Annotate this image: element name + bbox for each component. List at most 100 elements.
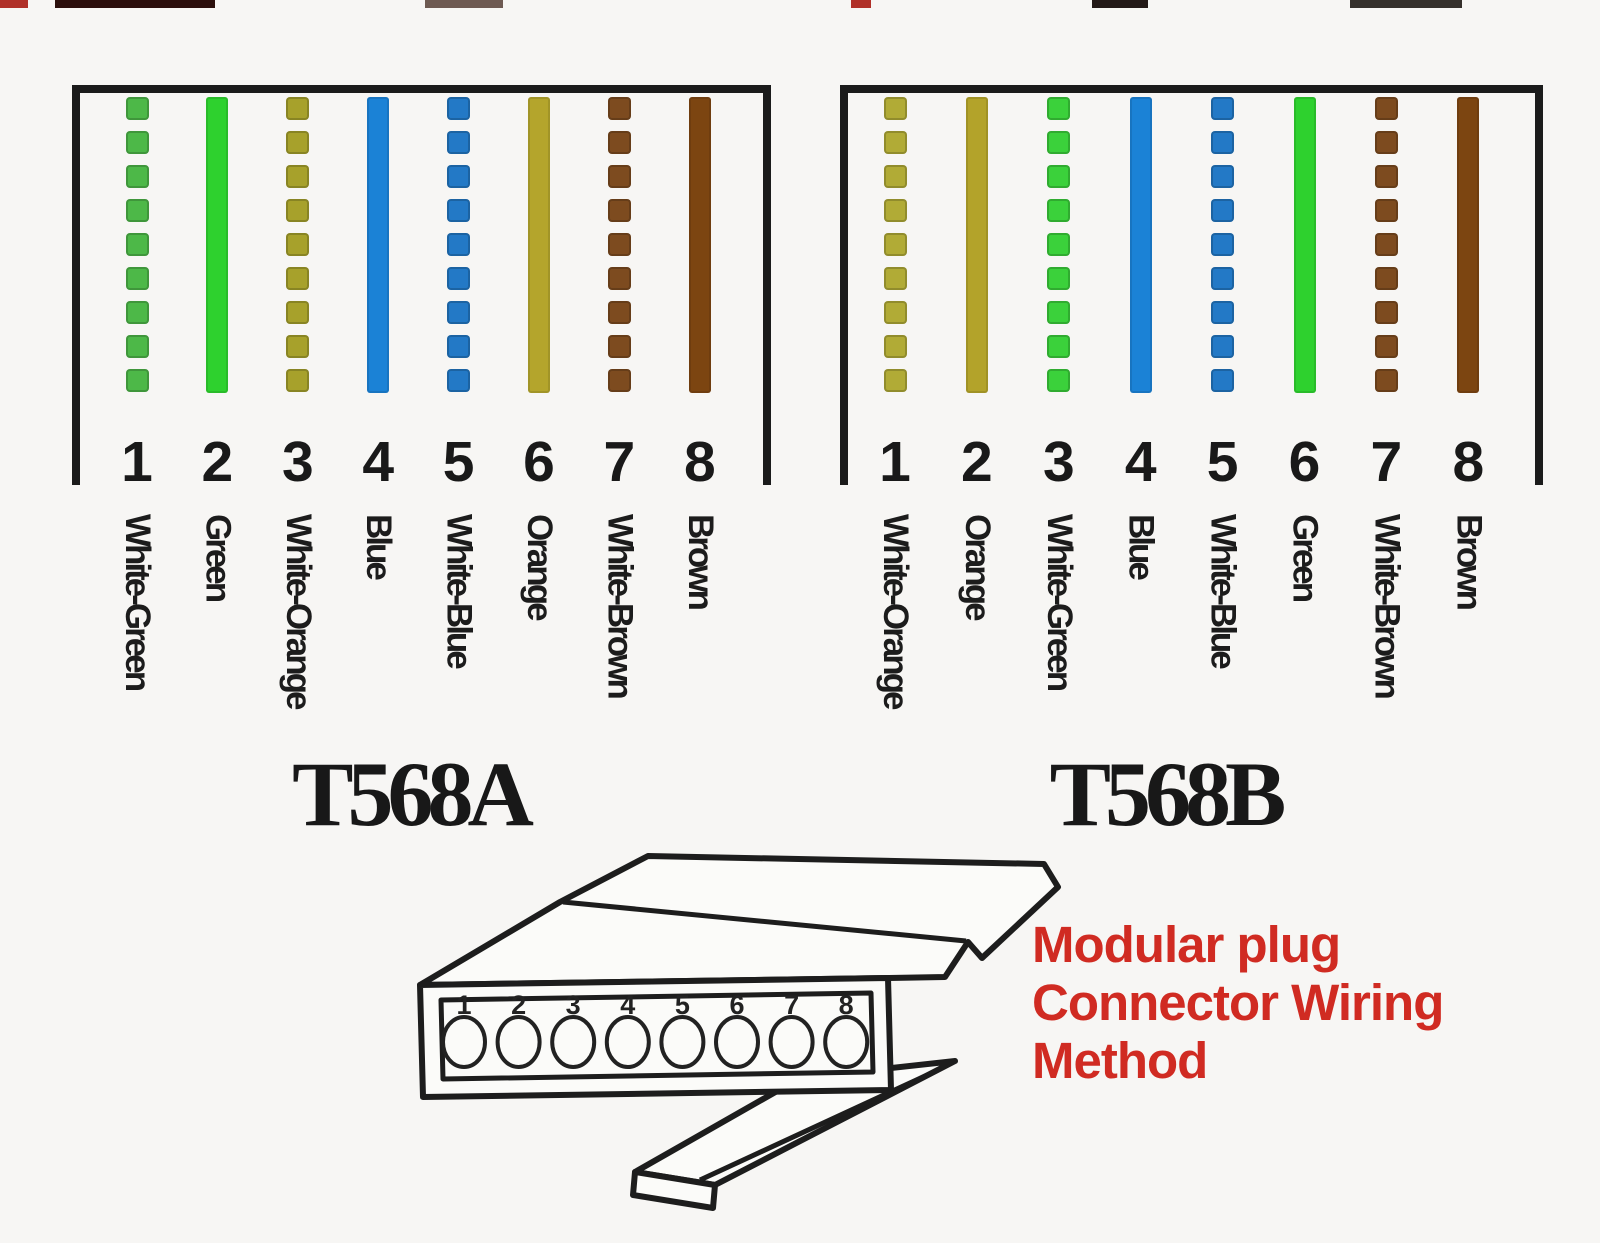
plug-pin-number-4: 4 bbox=[620, 990, 635, 1020]
t568a-pin-number-2: 2 bbox=[201, 430, 234, 494]
wire-dash-segment bbox=[883, 335, 907, 358]
plug-pin-number-1: 1 bbox=[456, 990, 471, 1020]
t568a-wire-6-stripe bbox=[528, 97, 550, 393]
t568a-pin-label-8: Brown bbox=[680, 514, 720, 608]
wire-dash-segment bbox=[607, 301, 631, 324]
plug-front-face bbox=[417, 975, 894, 1100]
t568a-wire-4-stripe bbox=[367, 97, 390, 393]
caption-line-3: Method bbox=[1032, 1032, 1208, 1089]
plug-pin-number-5: 5 bbox=[675, 990, 690, 1020]
t568b-pin-label-1: White-Orange bbox=[876, 514, 915, 708]
plug-pin-circle-7 bbox=[768, 1015, 815, 1069]
t568b-pin-number-5: 5 bbox=[1206, 430, 1239, 494]
wire-dash-segment bbox=[1047, 369, 1071, 392]
wire-dash-segment bbox=[1374, 335, 1398, 358]
t568b-pin-number-8: 8 bbox=[1452, 430, 1485, 494]
wire-dash-segment bbox=[1211, 335, 1235, 358]
t568a-wire-box bbox=[72, 85, 771, 485]
t568a-wire-7-stripe bbox=[607, 97, 631, 403]
wire-dash-segment bbox=[286, 131, 310, 154]
t568b-pin-number-1: 1 bbox=[879, 430, 911, 494]
plug-pin-circle-1 bbox=[441, 1015, 487, 1069]
t568b-title: T568B bbox=[1049, 743, 1287, 845]
t568a-pin-number-1: 1 bbox=[121, 430, 153, 494]
wire-dash-segment bbox=[447, 301, 471, 324]
top-edge-mark bbox=[55, 0, 215, 8]
t568b-pin-number-3: 3 bbox=[1042, 430, 1075, 494]
t568b-wire-5-stripe bbox=[1211, 97, 1235, 403]
t568b-pin-label-2: Orange bbox=[957, 514, 997, 619]
wire-dash-segment bbox=[447, 199, 471, 222]
wire-dash-segment bbox=[125, 267, 149, 290]
wire-dash-segment bbox=[607, 199, 631, 222]
wire-dash-segment bbox=[607, 267, 631, 290]
wire-dash-segment bbox=[286, 233, 310, 256]
t568a-title: T568A bbox=[292, 743, 534, 845]
t568b-pin-label-3: White-Green bbox=[1039, 514, 1079, 690]
wire-dash-segment bbox=[447, 335, 471, 358]
wire-dash-segment bbox=[125, 301, 149, 324]
t568b-pin-label-5: White-Blue bbox=[1203, 514, 1243, 667]
t568b-wire-4-stripe bbox=[1129, 97, 1152, 393]
wire-dash-segment bbox=[447, 233, 471, 256]
wire-dash-segment bbox=[607, 335, 631, 358]
t568a-pin-label-6: Orange bbox=[520, 514, 559, 619]
wire-dash-segment bbox=[883, 369, 907, 392]
wire-dash-segment bbox=[125, 369, 149, 392]
t568a-pin-label-3: White-Orange bbox=[278, 514, 318, 708]
wire-dash-segment bbox=[447, 97, 471, 120]
wire-dash-segment bbox=[1374, 97, 1398, 120]
wire-dash-segment bbox=[1211, 369, 1235, 392]
caption: Modular plug Connector Wiring Method bbox=[1032, 916, 1444, 1090]
wire-dash-segment bbox=[125, 165, 149, 188]
t568b-pin-number-4: 4 bbox=[1124, 430, 1157, 494]
wire-dash-segment bbox=[1374, 267, 1398, 290]
wire-dash-segment bbox=[883, 97, 907, 120]
wire-dash-segment bbox=[1047, 233, 1071, 256]
plug-pin-number-8: 8 bbox=[839, 990, 854, 1020]
t568a-pin-label-5: White-Blue bbox=[439, 514, 479, 667]
wire-dash-segment bbox=[447, 165, 471, 188]
wire-dash-segment bbox=[1047, 97, 1071, 120]
t568b-wire-3-stripe bbox=[1047, 97, 1071, 403]
wire-dash-segment bbox=[286, 301, 310, 324]
t568b-pin-number-2: 2 bbox=[961, 430, 993, 494]
t568b-wire-1-stripe bbox=[883, 97, 907, 403]
plug-body-step-line bbox=[562, 899, 967, 944]
wire-dash-segment bbox=[1047, 301, 1071, 324]
top-edge-mark bbox=[1092, 0, 1148, 8]
plug-pin-number-7: 7 bbox=[784, 990, 799, 1020]
wire-dash-segment bbox=[1047, 335, 1071, 358]
wire-dash-segment bbox=[607, 97, 631, 120]
wire-dash-segment bbox=[447, 267, 471, 290]
wire-dash-segment bbox=[883, 233, 907, 256]
t568b-wire-7-stripe bbox=[1374, 97, 1398, 403]
wire-dash-segment bbox=[883, 199, 907, 222]
wire-dash-segment bbox=[125, 97, 149, 120]
wire-dash-segment bbox=[607, 131, 631, 154]
plug-pin-number-3: 3 bbox=[566, 990, 581, 1020]
plug-front-inset bbox=[438, 990, 876, 1082]
caption-line-1: Modular plug bbox=[1032, 916, 1341, 973]
wire-dash-segment bbox=[447, 131, 471, 154]
t568b-pin-number-6: 6 bbox=[1288, 430, 1321, 494]
t568a-pin-number-5: 5 bbox=[442, 430, 475, 494]
wire-dash-segment bbox=[1374, 369, 1398, 392]
plug-pin-circle-8 bbox=[823, 1015, 870, 1069]
t568a-pin-number-4: 4 bbox=[362, 430, 395, 494]
t568a-pin-number-7: 7 bbox=[603, 430, 636, 494]
wire-dash-segment bbox=[1374, 131, 1398, 154]
wire-dash-segment bbox=[286, 199, 310, 222]
wire-dash-segment bbox=[1374, 301, 1398, 324]
t568a-wire-8-stripe bbox=[688, 97, 711, 393]
wire-dash-segment bbox=[1211, 165, 1235, 188]
wire-dash-segment bbox=[607, 369, 631, 392]
wire-dash-segment bbox=[607, 233, 631, 256]
wire-dash-segment bbox=[1211, 301, 1235, 324]
wire-dash-segment bbox=[286, 267, 310, 290]
wire-dash-segment bbox=[125, 233, 149, 256]
t568a-pin-label-2: Green bbox=[198, 514, 238, 601]
